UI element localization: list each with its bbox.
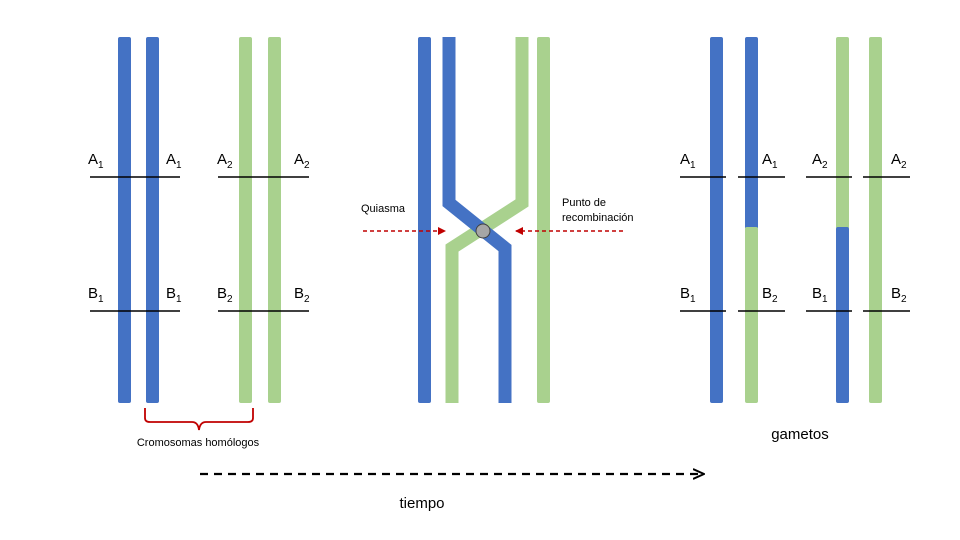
chromatid-green-1 bbox=[239, 37, 252, 403]
gamete-chromatid-1-blue bbox=[710, 37, 723, 403]
gamete-chromatid-2-top-blue bbox=[745, 37, 758, 229]
gamete-allele-a2: A2 bbox=[812, 151, 828, 171]
gametes-label: gametos bbox=[771, 426, 829, 443]
time-label: tiempo bbox=[399, 495, 444, 512]
allele-label-b2: B2 bbox=[294, 285, 310, 305]
gamete-chromatid-2-bottom-green bbox=[745, 227, 758, 403]
chromatid-blue-2 bbox=[146, 37, 159, 403]
allele-label-a1: A1 bbox=[88, 151, 104, 171]
allele-label-a2: A2 bbox=[294, 151, 310, 171]
gamete-allele-b1: B1 bbox=[812, 285, 828, 305]
gamete-allele-a1: A1 bbox=[762, 151, 778, 171]
allele-label-b2: B2 bbox=[217, 285, 233, 305]
chromatid-green-straight bbox=[537, 37, 550, 403]
homologs-bracket bbox=[144, 408, 254, 431]
time-axis: tiempo bbox=[200, 474, 704, 512]
gamete-allele-b2: B2 bbox=[891, 285, 907, 305]
stage-crossing-over: Quiasma Punto de recombinación bbox=[361, 37, 634, 403]
chromatid-green-2 bbox=[268, 37, 281, 403]
gamete-chromatid-3-top-green bbox=[836, 37, 849, 229]
chromatid-blue-straight bbox=[418, 37, 431, 403]
gamete-allele-a2: A2 bbox=[891, 151, 907, 171]
allele-label-a1: A1 bbox=[166, 151, 182, 171]
allele-label-a2: A2 bbox=[217, 151, 233, 171]
stage-gametes: A1 A1 A2 A2 B1 B2 B1 B2 gametos bbox=[680, 37, 910, 443]
homologs-label: Cromosomas homólogos bbox=[137, 437, 260, 449]
chiasma-icon bbox=[475, 223, 491, 239]
allele-label-b1: B1 bbox=[166, 285, 182, 305]
chiasma-label: Quiasma bbox=[361, 203, 406, 215]
chromatid-blue-crossing bbox=[442, 37, 512, 403]
stage-homologous-chromosomes: A1 A1 A2 A2 B1 B1 B2 B2 Cromosomas homól… bbox=[88, 37, 310, 449]
gamete-chromatid-4-green bbox=[869, 37, 882, 403]
gamete-allele-a1: A1 bbox=[680, 151, 696, 171]
gamete-allele-b1: B1 bbox=[680, 285, 696, 305]
recombination-label-line2: recombinación bbox=[562, 212, 634, 224]
allele-label-b1: B1 bbox=[88, 285, 104, 305]
chromatid-blue-1 bbox=[118, 37, 131, 403]
recombination-label-line1: Punto de bbox=[562, 197, 606, 209]
gamete-allele-b2: B2 bbox=[762, 285, 778, 305]
gamete-chromatid-3-bottom-blue bbox=[836, 227, 849, 403]
